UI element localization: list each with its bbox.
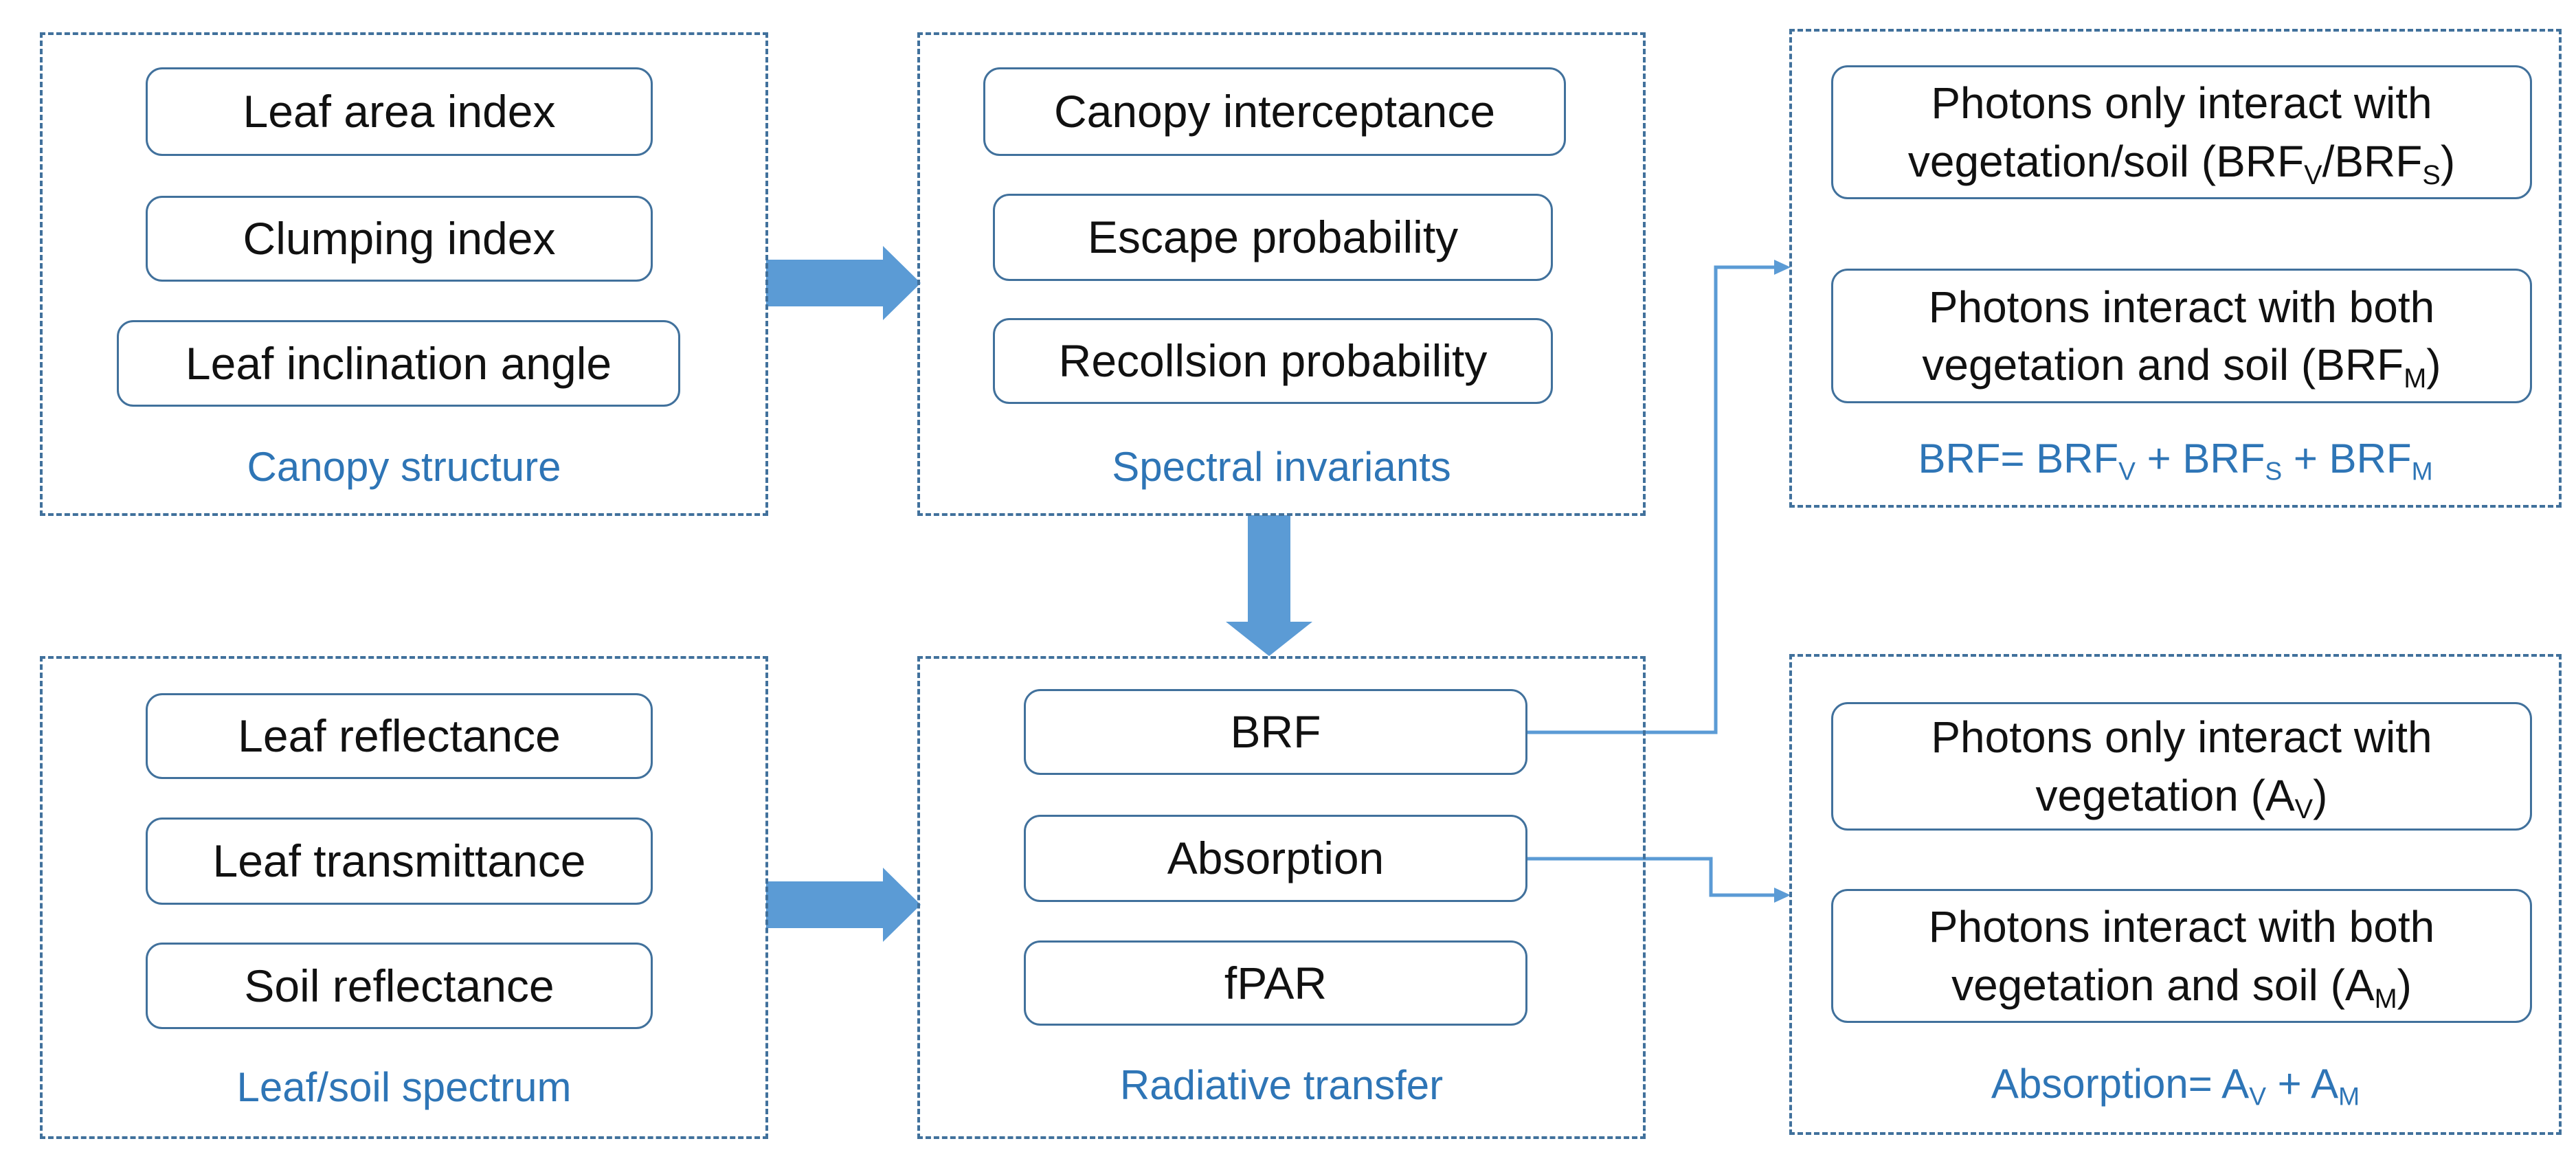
- group-spectral-invariants: [917, 32, 1646, 516]
- item-leaf-reflectance: Leaf reflectance: [146, 693, 653, 779]
- abs-multi-line1: Photons interact with both: [1928, 902, 2435, 952]
- arrow-spectrum-to-rt: [766, 868, 921, 942]
- connector-brf-head: [1774, 260, 1791, 275]
- item-escape-probability: Escape probability: [993, 194, 1553, 281]
- connector-absorption: [1527, 857, 1781, 897]
- item-brf-multiple-interaction: Photons interact with both vegetation an…: [1831, 269, 2532, 403]
- item-brf-single-interaction: Photons only interact with vegetation/so…: [1831, 65, 2532, 199]
- abs-single-line1: Photons only interact with: [1931, 712, 2432, 763]
- label-absorption-formula: Absorption= AV + AM: [1991, 1061, 2360, 1111]
- group-canopy-structure: [40, 32, 768, 516]
- item-brf: BRF: [1024, 689, 1527, 775]
- item-canopy-interceptance: Canopy interceptance: [983, 67, 1566, 156]
- label-leaf-soil-spectrum: Leaf/soil spectrum: [236, 1064, 572, 1110]
- item-recollision-probability: Recollsion probability: [993, 318, 1553, 404]
- label-canopy-structure: Canopy structure: [247, 444, 561, 490]
- brf-single-line1: Photons only interact with: [1931, 78, 2432, 128]
- arrow-structure-to-invariants: [766, 246, 921, 320]
- group-absorption-components: [1789, 654, 2562, 1135]
- group-leaf-soil-spectrum: [40, 656, 768, 1139]
- item-soil-reflectance: Soil reflectance: [146, 943, 653, 1029]
- group-brf-components: [1789, 29, 2562, 508]
- abs-multi-line2: vegetation and soil (AM): [1951, 960, 2412, 1014]
- brf-multi-line1: Photons interact with both: [1928, 282, 2435, 332]
- brf-multi-line2: vegetation and soil (BRFM): [1922, 340, 2441, 394]
- item-leaf-area-index: Leaf area index: [146, 67, 653, 156]
- connector-absorption-head: [1774, 888, 1791, 903]
- arrow-invariants-to-rt: [1226, 515, 1312, 656]
- brf-single-line2: vegetation/soil (BRFV/BRFS): [1907, 136, 2456, 190]
- label-brf-formula: BRF= BRFV + BRFS + BRFM: [1918, 436, 2433, 486]
- item-absorption-multiple-interaction: Photons interact with both vegetation an…: [1831, 889, 2532, 1023]
- item-leaf-transmittance: Leaf transmittance: [146, 818, 653, 905]
- item-absorption-single-interaction: Photons only interact with vegetation (A…: [1831, 702, 2532, 831]
- item-clumping-index: Clumping index: [146, 196, 653, 282]
- connector-brf: [1527, 265, 1781, 734]
- item-absorption: Absorption: [1024, 815, 1527, 902]
- abs-single-line2: vegetation (AV): [2035, 770, 2328, 824]
- group-radiative-transfer: [917, 656, 1646, 1139]
- label-spectral-invariants: Spectral invariants: [1112, 444, 1451, 490]
- item-leaf-inclination-angle: Leaf inclination angle: [117, 320, 680, 407]
- item-fpar: fPAR: [1024, 940, 1527, 1026]
- label-radiative-transfer: Radiative transfer: [1119, 1062, 1444, 1108]
